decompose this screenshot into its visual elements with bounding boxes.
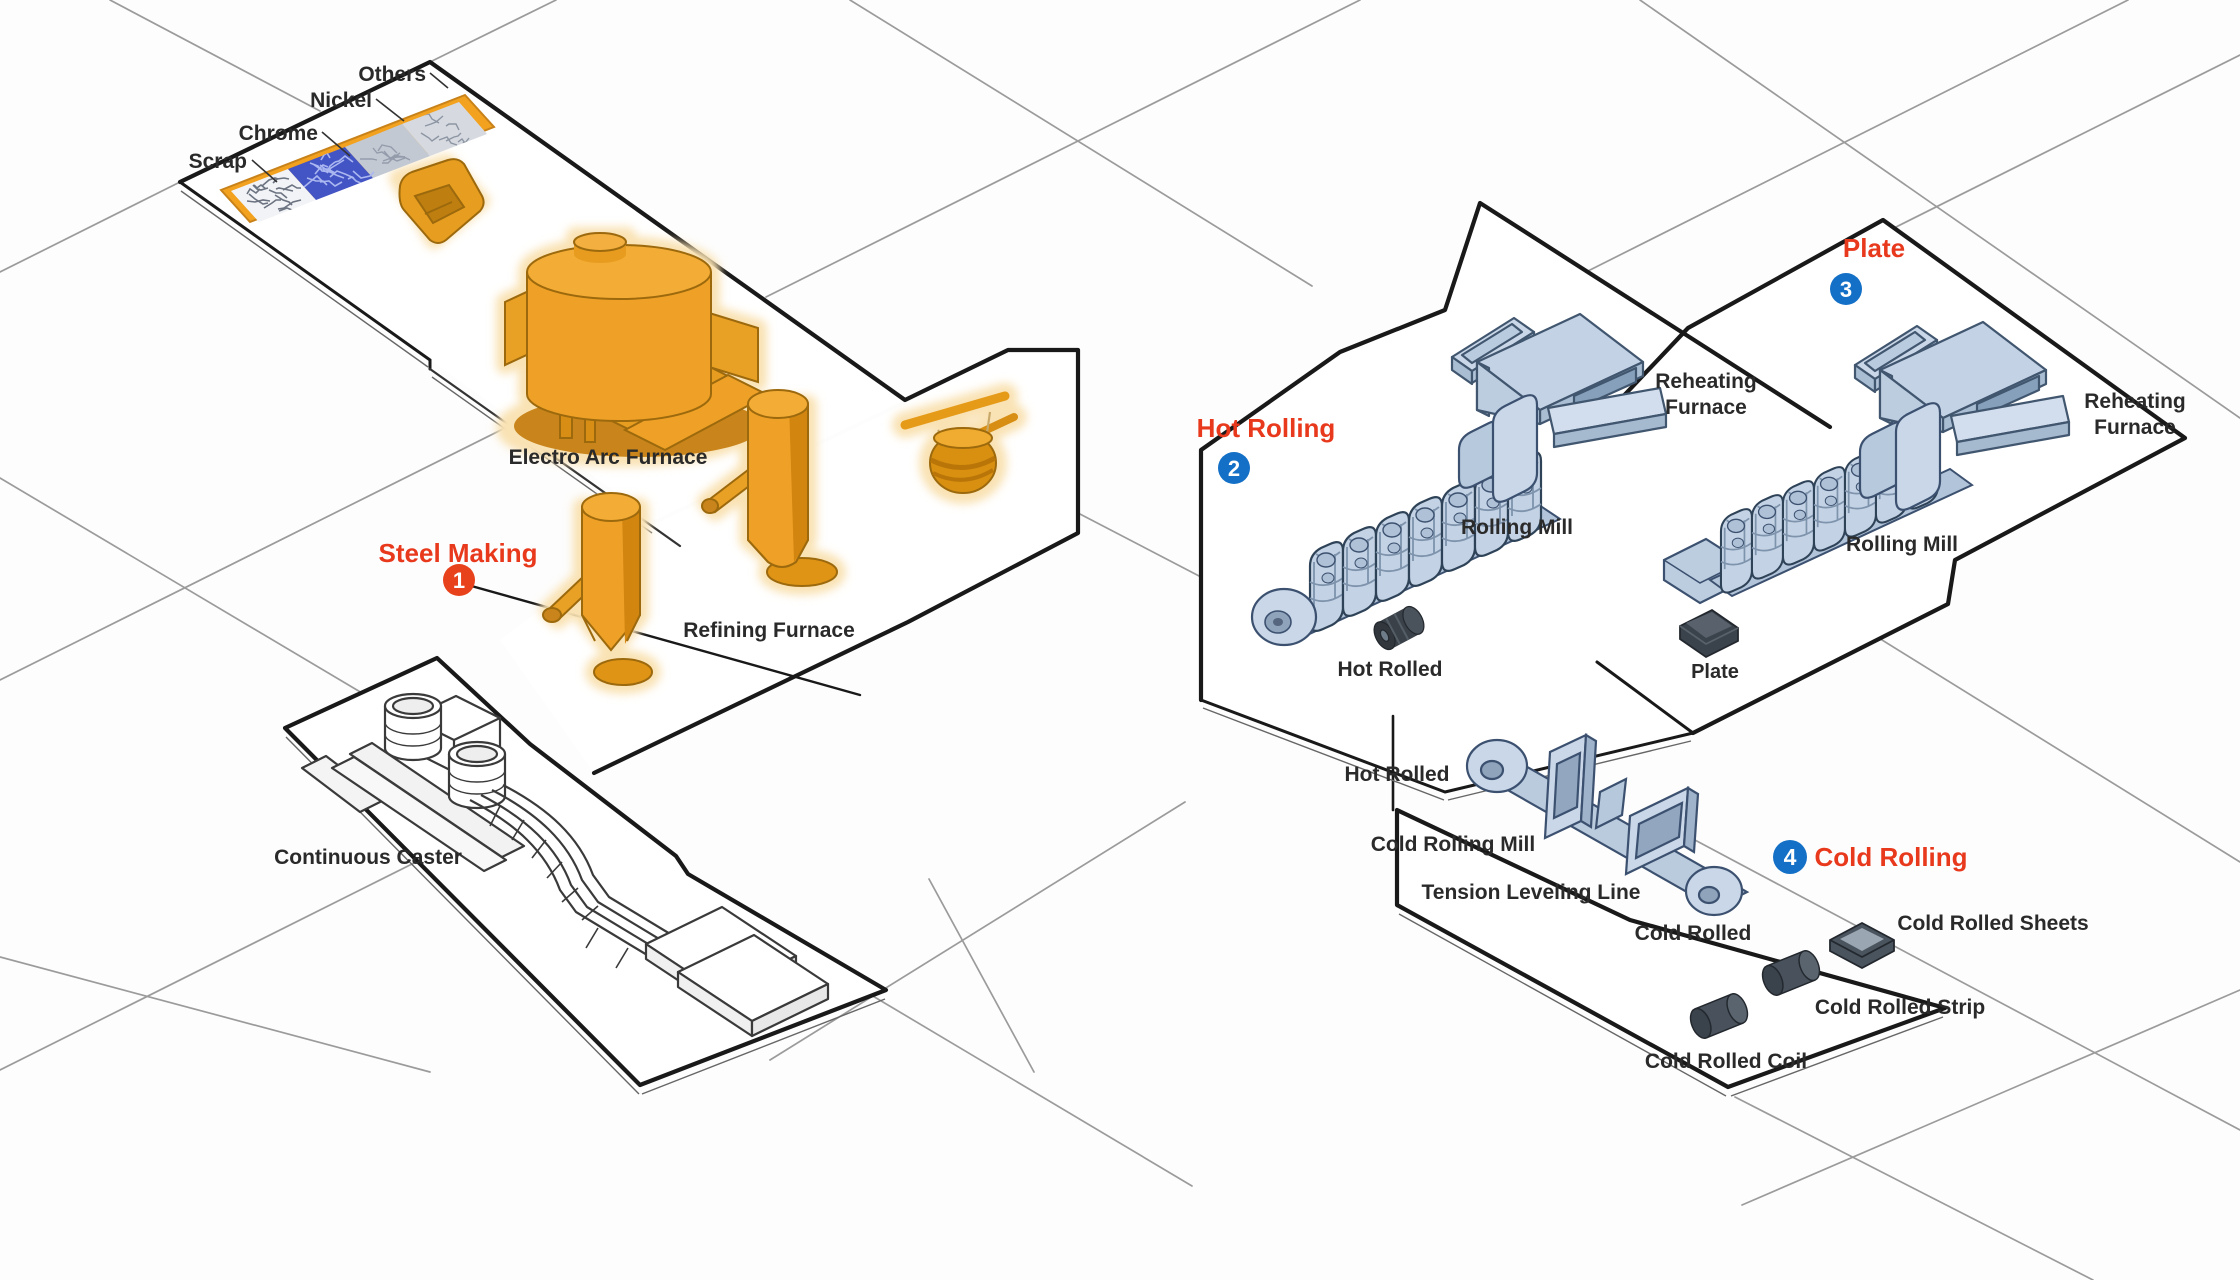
svg-text:Hot Rolled: Hot Rolled: [1338, 658, 1443, 681]
svg-text:Scrap: Scrap: [189, 150, 247, 173]
svg-text:Continuous Caster: Continuous Caster: [274, 846, 462, 869]
svg-text:2: 2: [1228, 456, 1240, 481]
svg-text:Cold Rolled Sheets: Cold Rolled Sheets: [1897, 912, 2088, 935]
svg-text:Chrome: Chrome: [239, 122, 318, 145]
svg-text:Tension Leveling Line: Tension Leveling Line: [1422, 881, 1641, 904]
svg-text:Electro Arc Furnace: Electro Arc Furnace: [509, 446, 708, 469]
svg-text:Others: Others: [358, 63, 426, 86]
svg-text:Rolling Mill: Rolling Mill: [1461, 516, 1573, 539]
svg-text:Reheating: Reheating: [1655, 370, 1757, 393]
svg-text:Cold Rolling Mill: Cold Rolling Mill: [1371, 833, 1535, 856]
svg-text:Refining Furnace: Refining Furnace: [683, 619, 855, 642]
svg-text:Plate: Plate: [1691, 661, 1739, 683]
svg-text:Reheating: Reheating: [2084, 390, 2186, 413]
svg-text:4: 4: [1784, 844, 1797, 870]
svg-text:Nickel: Nickel: [310, 89, 372, 112]
svg-text:Hot Rolling: Hot Rolling: [1197, 413, 1336, 443]
svg-text:Furnace: Furnace: [1665, 396, 1747, 419]
svg-text:Plate: Plate: [1843, 233, 1905, 263]
svg-text:3: 3: [1840, 277, 1852, 302]
svg-text:Cold Rolled Coil: Cold Rolled Coil: [1645, 1050, 1807, 1073]
svg-text:Cold Rolled Strip: Cold Rolled Strip: [1815, 996, 1985, 1019]
svg-text:Hot Rolled: Hot Rolled: [1345, 763, 1450, 786]
svg-text:Cold Rolled: Cold Rolled: [1635, 922, 1752, 945]
svg-text:1: 1: [453, 568, 465, 593]
svg-text:Steel Making: Steel Making: [379, 538, 538, 568]
svg-text:Cold Rolling: Cold Rolling: [1814, 842, 1967, 872]
svg-text:Rolling Mill: Rolling Mill: [1846, 533, 1958, 556]
svg-text:Furnace: Furnace: [2094, 416, 2176, 439]
